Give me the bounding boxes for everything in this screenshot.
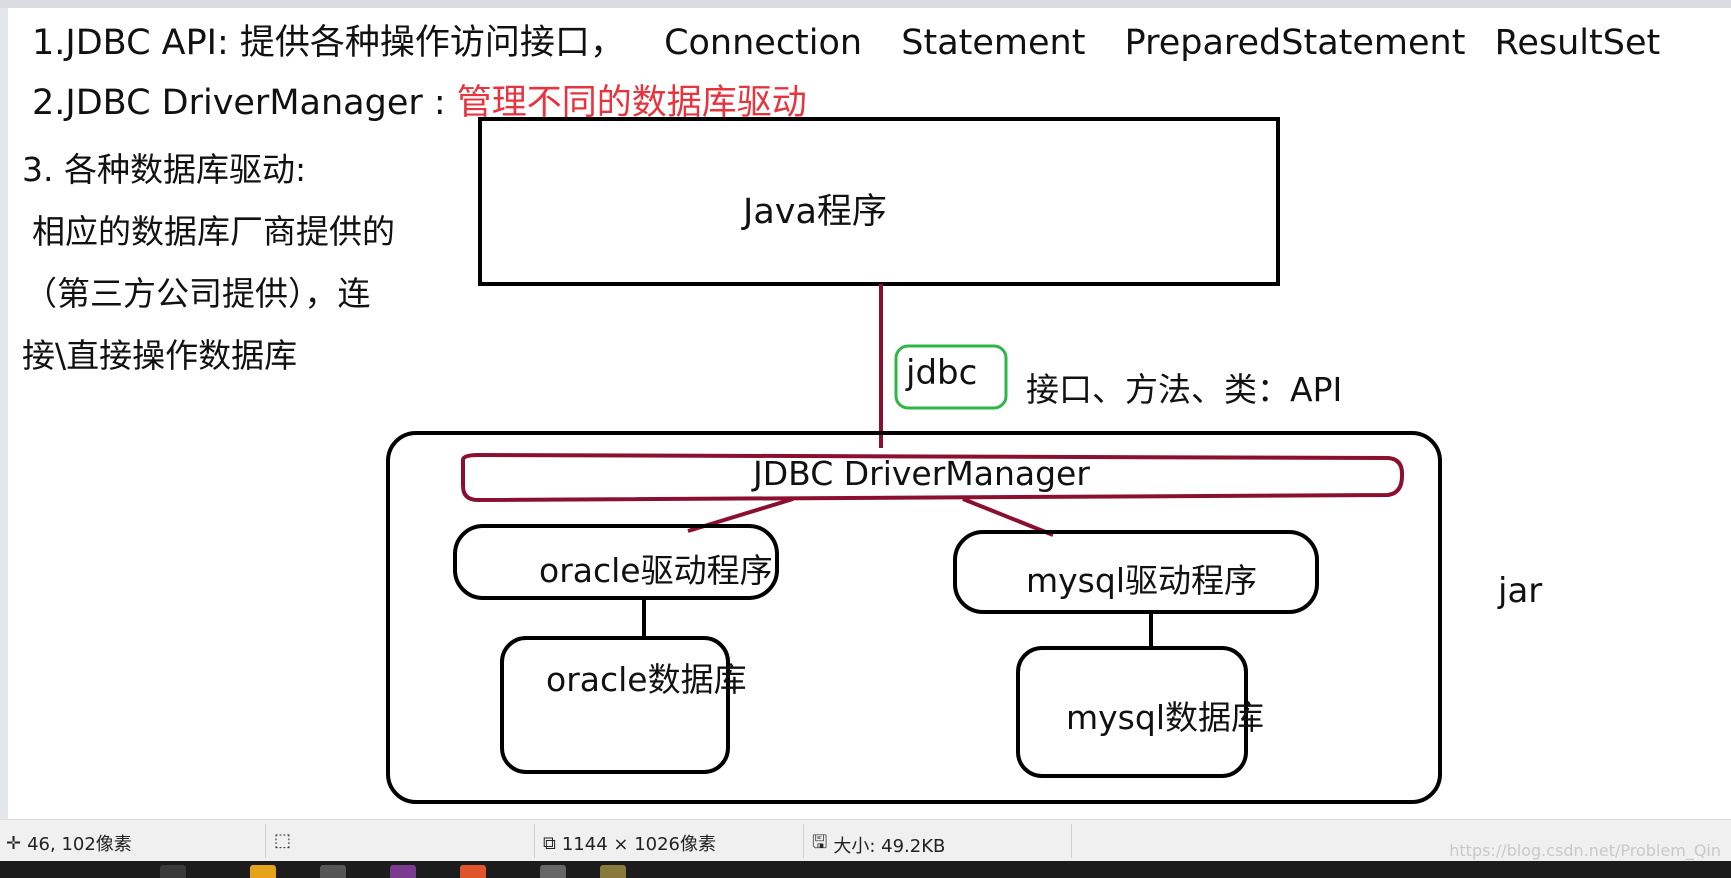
move-icon: ✛ [6,832,22,854]
taskbar-app-icon[interactable] [250,865,276,878]
note-line-2: 2.JDBC DriverManager : 管理不同的数据库驱动 [32,83,807,123]
cursor-position-text: 46, 102像素 [27,834,132,855]
mysql-driver-box [953,530,1319,614]
taskbar-app-icon[interactable] [600,865,626,878]
driver-manager-label: JDBC DriverManager [753,454,1090,493]
jar-label: jar [1498,571,1543,611]
oracle-driver-label: oracle驱动程序 [539,551,773,590]
interface-resultset: ResultSet [1494,23,1661,63]
note-line-1-prefix: 1.JDBC API: 提供各种操作访问接口， [32,23,625,63]
image-canvas: 1.JDBC API: 提供各种操作访问接口， Connection State… [8,8,1731,819]
status-bar: ✛ 46, 102像素 ⬚ ⧉ 1144 × 1026像素 🖫 大小: 49.2… [0,819,1731,862]
mysql-db-box [1016,646,1248,778]
save-icon: 🖫 [812,832,828,853]
taskbar [0,861,1731,878]
jdbc-box [894,344,1008,410]
watermark: https://blog.csdn.net/Problem_Qin [1449,841,1721,860]
note-line-4: 相应的数据库厂商提供的 [32,212,395,251]
mysql-driver-label: mysql驱动程序 [1026,561,1257,600]
oracle-db-box [500,636,730,774]
status-separator [803,824,804,858]
window-left-border [0,8,8,819]
status-separator [265,824,266,858]
note-line-2-highlight: 管理不同的数据库驱动 [456,83,807,123]
resize-icon: ⧉ [543,832,556,854]
taskbar-app-icon[interactable] [540,865,566,878]
taskbar-app-icon[interactable] [160,865,186,878]
mysql-db-label: mysql数据库 [1066,698,1264,737]
cursor-position: ✛ 46, 102像素 [6,830,132,856]
interface-connection: Connection [664,23,863,63]
oracle-db-label: oracle数据库 [546,660,747,699]
jar-container [386,431,1442,804]
api-note: 接口、方法、类：API [1026,370,1343,409]
selection-icon: ⬚ [274,830,292,851]
note-line-1: 1.JDBC API: 提供各种操作访问接口， Connection State… [32,23,1660,63]
note-line-6: 接\直接操作数据库 [22,336,298,375]
oracle-driver-box [453,524,779,600]
window-top-border [0,0,1731,8]
image-dimensions: ⧉ 1144 × 1026像素 [543,830,716,856]
interface-statement: Statement [901,23,1086,63]
file-size-text: 大小: 49.2KB [833,836,946,857]
status-separator [1071,824,1072,858]
manager-to-mysql-line [962,497,1054,537]
interface-preparedstatement: PreparedStatement [1124,23,1466,63]
note-line-2-prefix: 2.JDBC DriverManager : [32,83,457,123]
driver-manager-band [461,452,1405,503]
taskbar-app-icon[interactable] [460,865,486,878]
selection-size: ⬚ [274,830,291,851]
java-program-label: Java程序 [743,192,887,232]
file-size: 🖫 大小: 49.2KB [812,830,945,860]
jdbc-label: jdbc [906,353,978,393]
status-separator [534,824,535,858]
taskbar-app-icon[interactable] [390,865,416,878]
taskbar-app-icon[interactable] [320,865,346,878]
image-dimensions-text: 1144 × 1026像素 [561,834,717,855]
note-line-5: （第三方公司提供），连 [24,274,371,313]
note-line-3: 3. 各种数据库驱动: [22,150,307,189]
architecture-diagram [386,117,1442,804]
